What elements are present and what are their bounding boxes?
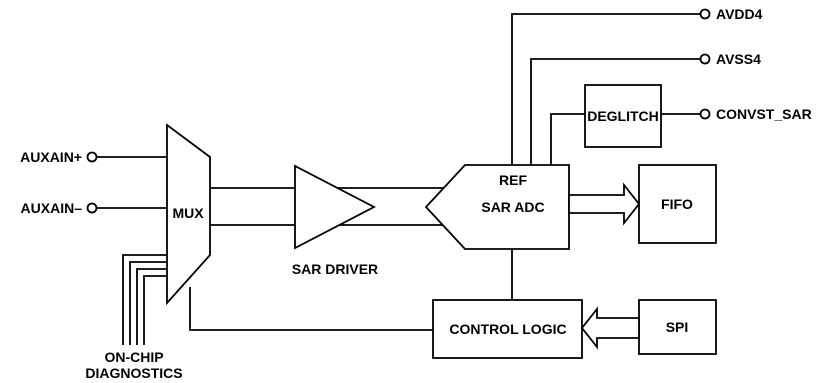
convst-sar-label: CONVST_SAR (716, 106, 812, 122)
diagnostics-wire-1 (122, 254, 167, 345)
sar-driver-triangle (294, 164, 376, 250)
mux-control-wire (189, 287, 433, 331)
diagnostics-label-line2: DIAGNOSTICS (85, 365, 182, 381)
fifo-label: FIFO (661, 196, 693, 212)
mux-label: MUX (172, 205, 204, 221)
diagnostics-label-line1: ON-CHIP (104, 349, 163, 365)
spi-to-control-arrow (580, 306, 640, 350)
avss4-label: AVSS4 (716, 51, 761, 67)
diagnostics-wire-2 (129, 261, 167, 345)
auxain-minus-pin (86, 202, 98, 214)
avdd4-label: AVDD4 (716, 6, 763, 22)
sar-driver-label: SAR DRIVER (292, 261, 378, 277)
auxain-plus-pin (86, 151, 98, 163)
adc-to-fifo-arrow (568, 182, 641, 226)
diagnostics-wire-3 (136, 268, 167, 345)
auxain-plus-label: AUXAIN+ (20, 149, 82, 165)
sar-adc-block (424, 164, 570, 250)
avdd4-wire (511, 13, 700, 165)
convst-sar-pin (699, 108, 711, 120)
avss4-pin (699, 53, 711, 65)
sar-adc-label: SAR ADC (481, 199, 544, 215)
diagnostics-wire-4 (143, 275, 167, 345)
deglitch-to-adc-wire (550, 113, 585, 165)
auxain-minus-label: AUXAIN– (21, 200, 83, 216)
mux-block (166, 123, 211, 306)
spi-label: SPI (666, 319, 689, 335)
avss4-wire (530, 58, 700, 165)
control-logic-label: CONTROL LOGIC (449, 321, 566, 337)
deglitch-label: DEGLITCH (587, 108, 659, 124)
ref-label: REF (499, 172, 527, 188)
control-logic-block (432, 299, 583, 359)
avdd4-pin (699, 8, 711, 20)
deglitch-block (584, 84, 662, 148)
